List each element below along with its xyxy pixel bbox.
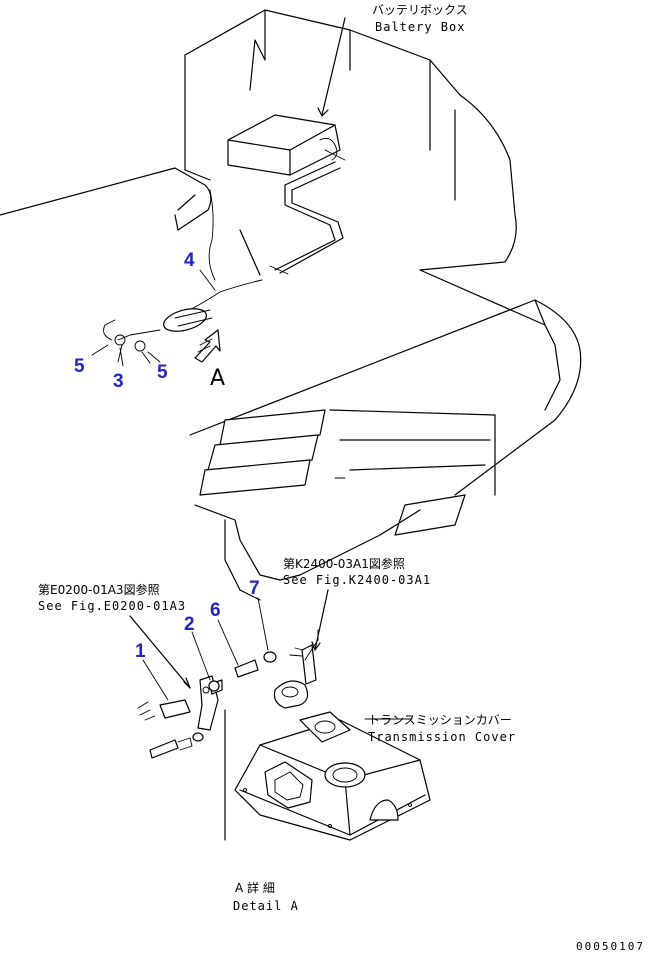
connector-harness-4 — [103, 308, 213, 364]
callout-3: 3 — [113, 371, 124, 392]
callout-5-left: 5 — [74, 356, 85, 377]
detail-a-label-en: Detail A — [233, 899, 299, 913]
transmission-cover-label-jp: トランスミッションカバー — [368, 713, 512, 727]
callout-2: 2 — [184, 614, 195, 635]
sensor-bracket — [129, 589, 329, 841]
drawing-code: 00050107 — [576, 940, 645, 953]
transmission-cover-label-en: Transmission Cover — [368, 730, 516, 744]
ref-e0200-label-en: See Fig.E0200-01A3 — [38, 599, 186, 613]
ref-e0200-label-jp: 第E0200-01A3図参照 — [38, 582, 160, 597]
ref-k2400-label-en: See Fig.K2400-03A1 — [283, 573, 431, 587]
battery-box — [227, 17, 346, 176]
callout-6: 6 — [210, 600, 221, 621]
battery-cable — [164, 161, 344, 323]
callout-1: 1 — [135, 641, 146, 662]
callout-5-right: 5 — [157, 362, 168, 383]
callout-4: 4 — [184, 250, 195, 271]
view-letter-a: A — [210, 366, 225, 391]
leader-lines — [91, 269, 269, 701]
detail-a-label-jp: A 詳 細 — [235, 880, 275, 895]
battery-box-label-jp: バッテリボックス — [372, 3, 468, 17]
callout-7: 7 — [249, 578, 260, 599]
battery-box-label-en: Baltery Box — [375, 20, 465, 34]
view-arrow-a — [194, 329, 221, 363]
transmission-cover — [234, 711, 431, 841]
ref-k2400-label-jp: 第K2400-03A1図参照 — [283, 556, 405, 571]
machine-body — [0, 9, 517, 276]
engine-hood — [189, 269, 582, 601]
